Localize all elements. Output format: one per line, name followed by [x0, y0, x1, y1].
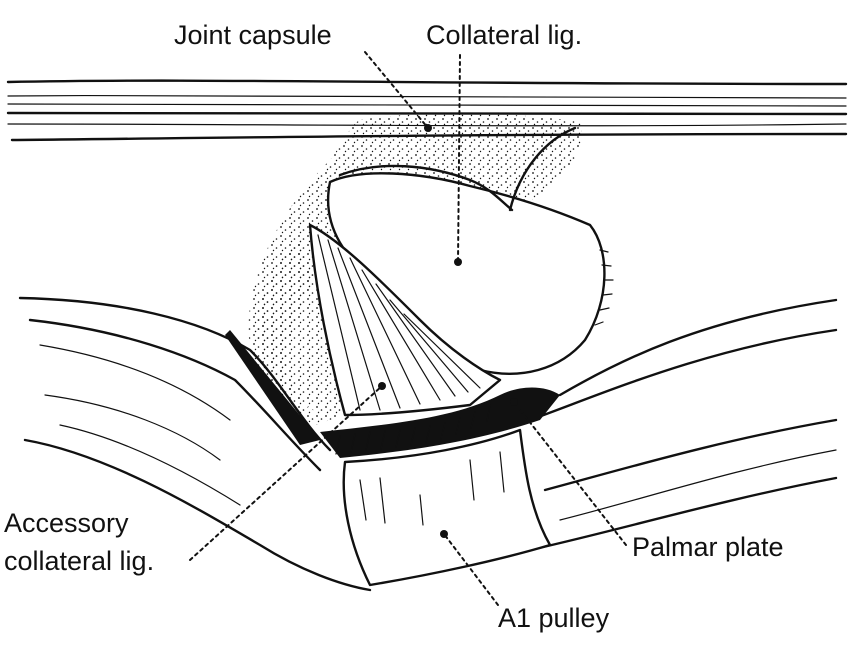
- a1-pulley: [342, 428, 552, 587]
- accessory-collateral-fibres: [308, 223, 502, 417]
- leader-joint-capsule: [364, 51, 429, 129]
- leader-a1-pulley: [443, 533, 499, 606]
- palmar-plate-band: [320, 387, 560, 458]
- label-accessory-line2: collateral lig.: [4, 546, 155, 576]
- flexor-tendon-bands: [18, 296, 838, 592]
- label-palmar-plate: Palmar plate: [632, 532, 784, 562]
- label-joint-capsule: Joint capsule: [174, 20, 332, 50]
- label-collateral-lig: Collateral lig.: [426, 20, 583, 50]
- leader-lines: [189, 51, 627, 606]
- leader-palmar-plate: [513, 401, 627, 546]
- leader-collateral-lig: [457, 54, 461, 263]
- leader-accessory: [189, 385, 383, 561]
- label-accessory-line1: Accessory: [4, 508, 129, 538]
- label-a1-pulley: A1 pulley: [498, 603, 610, 633]
